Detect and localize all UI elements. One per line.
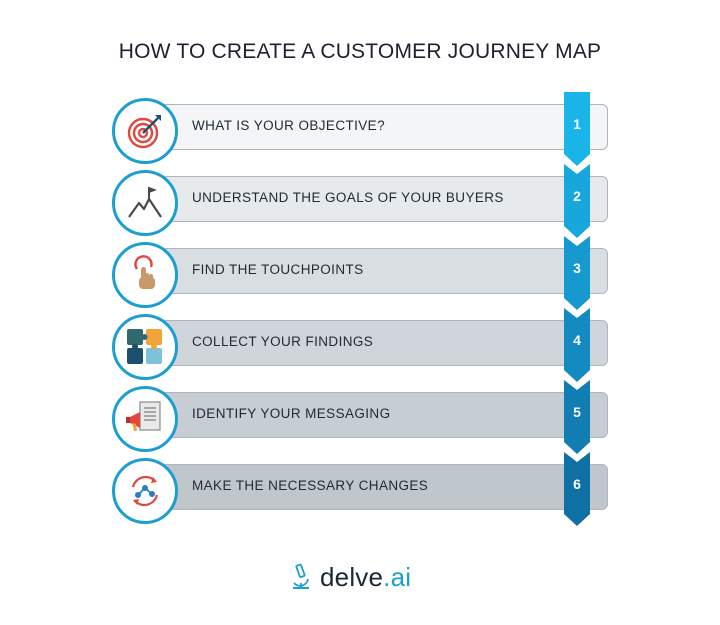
step-bar: [154, 464, 608, 510]
microscope-icon: [293, 563, 309, 589]
step-icon-circle: [112, 98, 178, 164]
step-icon-circle: [112, 458, 178, 524]
step-number: 6: [573, 476, 581, 492]
logo-dot: .: [383, 561, 391, 592]
step-icon-circle: [112, 170, 178, 236]
step-label: MAKE THE NECESSARY CHANGES: [192, 478, 429, 493]
page-title: HOW TO CREATE A CUSTOMER JOURNEY MAP: [118, 40, 602, 63]
logo-brand: delve: [320, 561, 384, 592]
target-icon: [127, 115, 161, 149]
step-label: UNDERSTAND THE GOALS OF YOUR BUYERS: [192, 190, 504, 205]
step-label: COLLECT YOUR FINDINGS: [192, 334, 374, 349]
delve-logo: delve.ai: [290, 562, 411, 592]
step-bar: [154, 104, 608, 150]
step-number: 3: [573, 260, 581, 276]
step-4: COLLECT YOUR FINDINGS 4: [112, 308, 632, 382]
step-1: WHAT IS YOUR OBJECTIVE? 1: [112, 92, 632, 166]
step-arrow: [564, 380, 590, 454]
megaphone-document-icon: [126, 401, 161, 431]
step-icon-circle: [112, 242, 178, 308]
step-2: UNDERSTAND THE GOALS OF YOUR BUYERS 2: [112, 164, 632, 238]
step-icon-circle: [112, 314, 178, 380]
step-arrow: [564, 236, 590, 310]
step-bar: [154, 320, 608, 366]
step-arrow: [564, 164, 590, 238]
step-arrow: [564, 92, 590, 166]
step-number: 1: [573, 116, 581, 132]
logo-text: delve.ai: [320, 562, 411, 593]
mountain-flag-icon: [128, 187, 162, 218]
touch-icon: [134, 255, 155, 289]
step-bar: [154, 392, 608, 438]
step-label: WHAT IS YOUR OBJECTIVE?: [192, 118, 385, 133]
step-bar: [154, 176, 608, 222]
cycle-icon: [131, 475, 159, 507]
step-icon-circle: [112, 386, 178, 452]
puzzle-icon: [127, 329, 162, 364]
step-number: 5: [573, 404, 581, 420]
step-number: 2: [573, 188, 581, 204]
step-5: IDENTIFY YOUR MESSAGING 5: [112, 380, 632, 454]
step-bar: [154, 248, 608, 294]
step-label: FIND THE TOUCHPOINTS: [192, 262, 364, 277]
logo-suffix: ai: [390, 561, 412, 592]
step-6: MAKE THE NECESSARY CHANGES 6: [112, 452, 632, 526]
step-arrow: [564, 452, 590, 526]
step-3: FIND THE TOUCHPOINTS 3: [112, 236, 632, 310]
step-arrow: [564, 308, 590, 382]
step-label: IDENTIFY YOUR MESSAGING: [192, 406, 391, 421]
step-number: 4: [573, 332, 581, 348]
